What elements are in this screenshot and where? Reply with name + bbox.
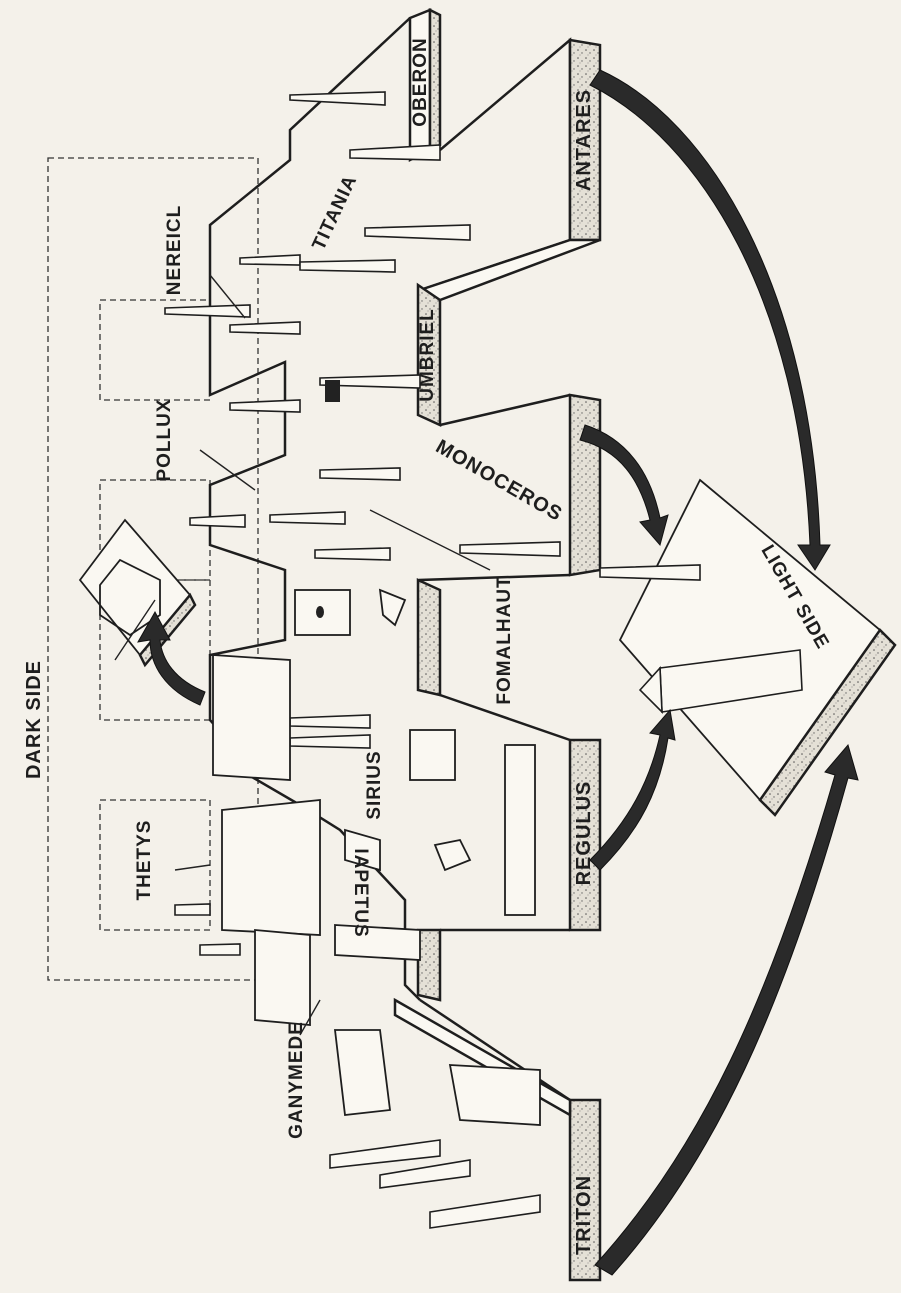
label-regulus: REGULUS [573, 781, 595, 886]
label-thetys: THETYS [134, 820, 155, 901]
label-umbriel: UMBRIEL [417, 308, 438, 402]
label-triton: TRITON [573, 1175, 595, 1255]
label-nereicl: NEREICL [164, 205, 185, 295]
label-antares: ANTARES [573, 89, 595, 191]
label-dark-side: DARK SIDE [23, 660, 45, 779]
label-sirius: SIRIUS [364, 750, 385, 819]
label-monoceros: MONOCEROS [432, 436, 566, 526]
label-fomalhaut: FOMALHAUT [494, 575, 515, 704]
label-ganymede: GANYMEDE [286, 1021, 307, 1139]
label-oberon: OBERON [410, 37, 431, 126]
label-titania: TITANIA [308, 172, 361, 254]
label-pollux: POLLUX [154, 398, 175, 481]
label-iapetus: IAPETUS [350, 848, 371, 937]
